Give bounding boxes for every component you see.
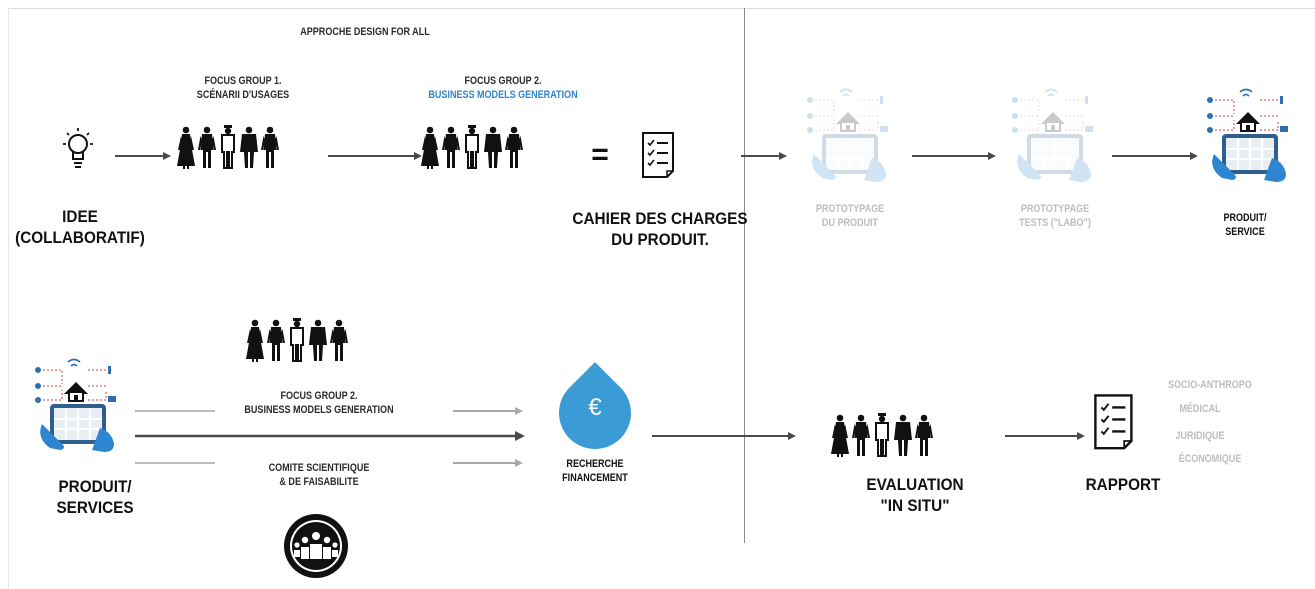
smart-home-tablet-icon [806, 88, 889, 183]
arrow-cahier-to-prototype [741, 152, 787, 160]
people-group-icon [245, 313, 375, 363]
arrow-prototype-1-to-2 [912, 152, 996, 160]
euro-symbol: € [588, 394, 602, 421]
comite-label: COMITE SCIENTIFIQUE & DE FAISABILITE [268, 462, 370, 488]
lightbulb-icon [63, 128, 93, 168]
people-group-icon [176, 120, 306, 170]
prototype-2-label: PROTOTYPAGE TESTS ("LABO") [1019, 203, 1091, 229]
committee-icon [284, 514, 348, 578]
report-label: RAPPORT [1085, 475, 1161, 494]
people-group-icon [830, 408, 960, 458]
smart-home-tablet-icon [34, 358, 117, 453]
arrow-funding-to-evaluation [652, 432, 796, 440]
checklist-document-icon [1094, 394, 1133, 450]
arrow-prototype-to-product [1112, 152, 1198, 160]
product-top-label: PRODUIT/ SERVICE [1223, 212, 1267, 238]
report-field-economique: ÉCONOMIQUE [1178, 453, 1242, 465]
focus-group-1-label: FOCUS GROUP 1. SCÉNARII D'USAGES [196, 75, 290, 101]
frame-left-line [8, 8, 9, 589]
header-title: APPROCHE DESIGN FOR ALL [300, 26, 430, 38]
arrow-evaluation-to-report [1005, 432, 1085, 440]
cahier-label: CAHIER DES CHARGES DU PRODUIT. [572, 209, 748, 250]
report-field-socio: SOCIO-ANTHROPO [1168, 379, 1252, 391]
checklist-document-icon [642, 132, 674, 178]
frame-top-line [8, 8, 1315, 9]
phase-divider [744, 8, 745, 543]
arrow-idea-to-fg1 [115, 152, 171, 160]
focus-group-2-label: FOCUS GROUP 2. BUSINESS MODELS GENERATIO… [428, 75, 578, 101]
evaluation-label: EVALUATION "IN SITU" [866, 475, 964, 516]
report-field-juridique: JURIDIQUE [1175, 430, 1225, 442]
people-group-icon [420, 120, 550, 170]
product-bottom-label: PRODUIT/ SERVICES [56, 477, 134, 518]
arrow-lines-to-funding [135, 407, 525, 467]
idea-label: IDEE (COLLABORATIF) [15, 207, 145, 248]
smart-home-tablet-icon [1011, 88, 1094, 183]
funding-label: RECHERCHE FINANCEMENT [562, 458, 628, 484]
focus-group-2-bottom-label: FOCUS GROUP 2. BUSINESS MODELS GENERATIO… [244, 390, 394, 416]
equals-sign: = [591, 138, 609, 171]
arrow-fg1-to-fg2 [328, 152, 422, 160]
smart-home-tablet-icon [1206, 88, 1289, 183]
euro-icon [559, 362, 631, 449]
prototype-1-label: PROTOTYPAGE DU PRODUIT [815, 203, 885, 229]
report-field-medical: MÉDICAL [1179, 403, 1221, 415]
